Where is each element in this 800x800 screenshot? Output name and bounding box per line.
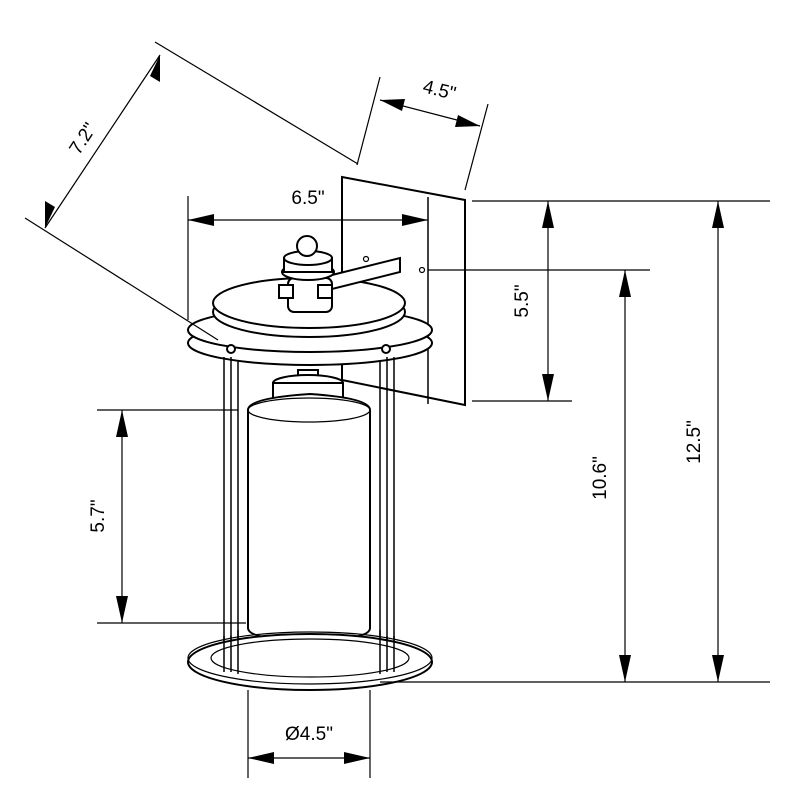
label-7-2: 7.2" <box>66 119 102 158</box>
finial-arm <box>278 235 401 313</box>
dimension-12-5-height <box>712 201 724 682</box>
label-4-5-backplate: 4.5" <box>421 76 458 104</box>
dimension-5-7-height <box>116 410 128 623</box>
dimension-6-5-width <box>188 214 428 226</box>
extension-lines <box>24 41 770 778</box>
dimension-7-2-diagonal <box>44 54 161 229</box>
base-dish <box>187 630 433 691</box>
glass-cylinder <box>247 369 371 642</box>
dimension-10-6-height <box>619 270 631 682</box>
label-12-5: 12.5" <box>684 420 705 464</box>
label-diameter-4-5: Ø4.5" <box>285 724 333 745</box>
dimension-diameter-4-5 <box>248 752 370 764</box>
dimension-4-5-backplate <box>379 99 481 127</box>
label-6-5: 6.5" <box>291 188 324 209</box>
label-5-7: 5.7" <box>88 499 109 532</box>
label-5-5: 5.5" <box>512 284 533 317</box>
dimension-5-5-height <box>542 201 554 401</box>
label-10-6: 10.6" <box>590 456 611 500</box>
lantern-fixture <box>187 175 466 691</box>
